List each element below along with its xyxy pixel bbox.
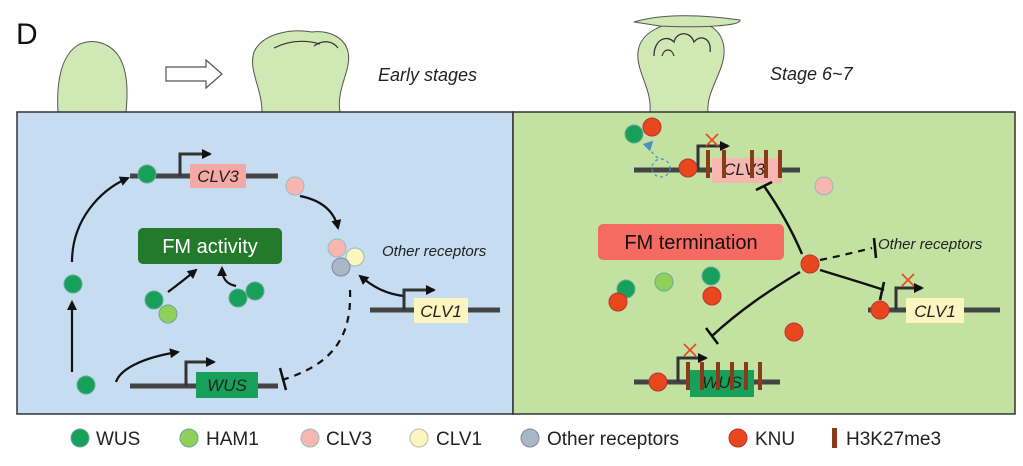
meristem-bud-3: [633, 15, 741, 113]
knu-protein: [678, 158, 698, 178]
fm-activity-box: [138, 228, 282, 264]
right-other-receptors-label: Other receptors: [878, 236, 983, 253]
legend-item-knu: KNU: [728, 428, 795, 450]
meristem-bud-1: [57, 41, 128, 113]
repression-knu-to-clv1: [819, 268, 885, 292]
right-wus-gene: WUS: [634, 343, 780, 397]
panel-letter: D: [16, 18, 38, 51]
wus-protein: [701, 266, 721, 286]
legend-label: CLV1: [436, 429, 482, 450]
arrow-complex-to-fm: [167, 268, 198, 293]
arrow-complex-to-fm: [217, 266, 237, 288]
right-clv3-gene: CLV3: [634, 133, 800, 183]
knu-protein: [608, 292, 628, 312]
wus-protein: [228, 288, 248, 308]
legend-item-h3k27me3: H3K27me3: [832, 428, 941, 450]
arrow-clv1-to-receptor: [358, 274, 405, 298]
legend-swatch: [300, 428, 320, 448]
arrow-clv3-to-receptor: [299, 194, 342, 230]
ham1-protein: [654, 272, 674, 292]
repression-bar: [278, 367, 288, 391]
repression-bar: [872, 237, 878, 259]
legend-label: WUS: [96, 429, 140, 450]
repression-knu-to-clv3: [763, 185, 804, 255]
fm-termination-box: [598, 224, 784, 260]
displaced-wus-outline: [651, 158, 671, 178]
repression-bar: [755, 180, 773, 192]
legend-item-ham1: HAM1: [179, 428, 259, 450]
meristem-bud-2: [252, 30, 350, 113]
legend-item-wus: WUS: [70, 428, 140, 450]
knu-protein: [642, 117, 662, 137]
left-wus-label: WUS: [207, 376, 247, 395]
left-clv3-label: CLV3: [197, 167, 239, 186]
legend-swatch: [409, 428, 429, 448]
left-wus-gene: WUS: [130, 357, 278, 398]
legend-label: HAM1: [206, 429, 259, 450]
legend-label: H3K27me3: [846, 429, 941, 450]
left-clv1-label: CLV1: [420, 302, 462, 321]
left-clv1-gene: CLV1: [370, 285, 500, 323]
repression-receptor-to-wus: [281, 289, 352, 382]
clv3-peptide: [285, 176, 305, 196]
legend-label: Other receptors: [547, 429, 679, 450]
developmental-arrow: [165, 58, 223, 90]
wus-protein: [76, 375, 96, 395]
right-clv1-gene: CLV1: [868, 273, 1000, 323]
right-clv3-label: CLV3: [723, 160, 765, 179]
legend-label: KNU: [755, 429, 795, 450]
legend-swatch: [70, 428, 90, 448]
arrow-wus-to-clv3: [70, 176, 130, 263]
legend-swatch: [520, 428, 540, 448]
stage-label-early: Early stages: [378, 65, 477, 85]
legend-swatch: [179, 428, 199, 448]
fm-termination-label: FM termination: [624, 232, 757, 254]
legend-swatch: [832, 428, 837, 448]
fm-activity-label: FM activity: [162, 236, 258, 258]
legend: WUS HAM1 CLV3 CLV1 Other receptors KNU H…: [70, 428, 941, 450]
repression-knu-to-receptors: [819, 246, 873, 262]
clv1-receptor: [345, 247, 365, 267]
clv3-peptide: [327, 238, 347, 258]
repression-bar: [878, 281, 886, 301]
stage-label-late: Stage 6~7: [770, 64, 854, 84]
knu-protein: [784, 322, 804, 342]
left-other-receptors-label: Other receptors: [382, 243, 487, 260]
repression-knu-to-wus: [711, 270, 801, 337]
clv3-peptide: [814, 176, 834, 196]
wus-protein: [137, 164, 157, 184]
legend-swatch: [728, 428, 748, 448]
knu-protein: [648, 372, 668, 392]
right-wus-label: WUS: [702, 373, 742, 392]
repression-bar: [704, 327, 720, 345]
legend-item-clv3: CLV3: [300, 428, 372, 450]
wus-protein: [144, 290, 164, 310]
knu-protein: [702, 286, 722, 306]
knu-protein: [870, 300, 890, 320]
legend-item-clv1: CLV1: [409, 428, 482, 450]
legend-item-other-receptors: Other receptors: [520, 428, 679, 450]
right-clv1-label: CLV1: [914, 302, 956, 321]
wus-protein: [624, 124, 644, 144]
knu-protein: [800, 254, 820, 274]
other-receptor: [331, 257, 351, 277]
legend-label: CLV3: [326, 429, 372, 450]
wus-protein: [63, 274, 83, 294]
wus-protein: [245, 281, 265, 301]
displacement-arrow: [642, 140, 659, 159]
arrow-wus-to-wus-gene: [114, 348, 180, 383]
ham1-protein: [158, 304, 178, 324]
